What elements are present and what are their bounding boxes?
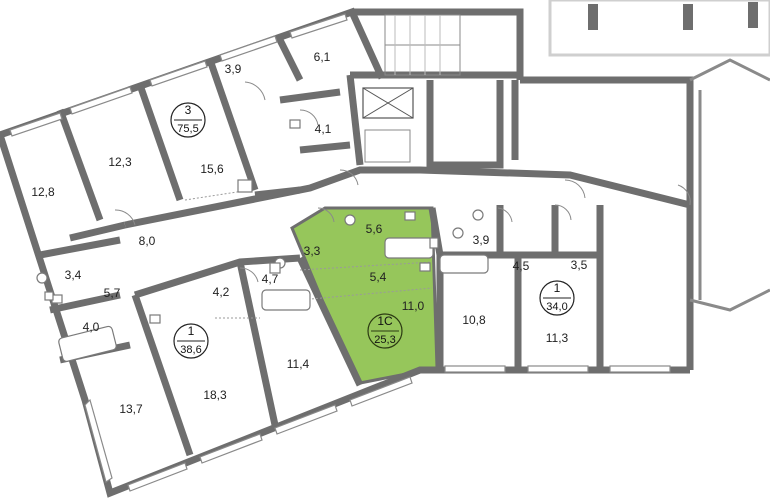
room-area-label: 5,4: [370, 270, 387, 284]
apartment-total-area: 75,5: [177, 123, 198, 135]
room-area-label: 3,5: [571, 258, 588, 272]
room-area-label: 4,0: [83, 320, 100, 334]
room-area-label: 4,1: [315, 122, 332, 136]
room-area-label: 5,6: [366, 222, 383, 236]
dashed-partitions: [184, 189, 433, 319]
stairwell: [384, 14, 461, 76]
apartment-total-area: 25,3: [374, 334, 395, 346]
room-area-label: 3,9: [225, 62, 242, 76]
room-area-label: 4,7: [262, 272, 279, 286]
room-area-label: 3,3: [304, 244, 321, 258]
apartment-rooms-count: 1: [554, 281, 561, 295]
room-area-label: 6,1: [314, 50, 331, 64]
room-area-label: 11,4: [287, 357, 310, 371]
room-area-label: 4,5: [513, 259, 530, 273]
room-area-label: 13,7: [119, 402, 143, 416]
room-area-label: 15,6: [200, 162, 224, 176]
apartment-rooms-count: 1С: [377, 314, 393, 328]
room-area-label: 5,7: [104, 286, 121, 300]
apartment-rooms-count: 3: [185, 103, 192, 117]
apartment-badge-1room-east[interactable]: 1 34,0: [539, 280, 575, 316]
windows: [9, 13, 671, 492]
room-area-label: 3,4: [65, 268, 82, 282]
selected-apartment-area[interactable]: [290, 206, 439, 385]
room-area-label: 8,0: [139, 234, 156, 248]
room-area-label: 12,8: [31, 185, 55, 199]
room-area-label: 11,0: [402, 299, 425, 313]
doors: [114, 81, 691, 283]
bathroom-fixtures: [36, 119, 489, 362]
background-structures: [548, 0, 770, 57]
room-area-label: 3,9: [473, 233, 490, 247]
apartment-total-area: 38,6: [180, 344, 201, 356]
apartment-badge-selected-studio[interactable]: 1С 25,3: [367, 313, 403, 349]
room-area-label: 11,3: [546, 331, 569, 345]
apartment-total-area: 34,0: [546, 301, 567, 313]
room-labels: 3,9 6,1 4,1 12,3 15,6 12,8 8,0 3,4 5,7 4…: [31, 50, 587, 416]
apartment-badge-3room[interactable]: 3 75,5: [170, 102, 206, 138]
elevator-shaft: [362, 87, 414, 163]
room-area-label: 4,2: [213, 285, 230, 299]
room-area-label: 18,3: [203, 388, 227, 402]
room-area-label: 10,8: [462, 313, 486, 327]
apartment-badge-1room-west[interactable]: 1 38,6: [173, 323, 209, 359]
room-area-label: 12,3: [108, 155, 132, 169]
apartment-rooms-count: 1: [188, 324, 195, 338]
